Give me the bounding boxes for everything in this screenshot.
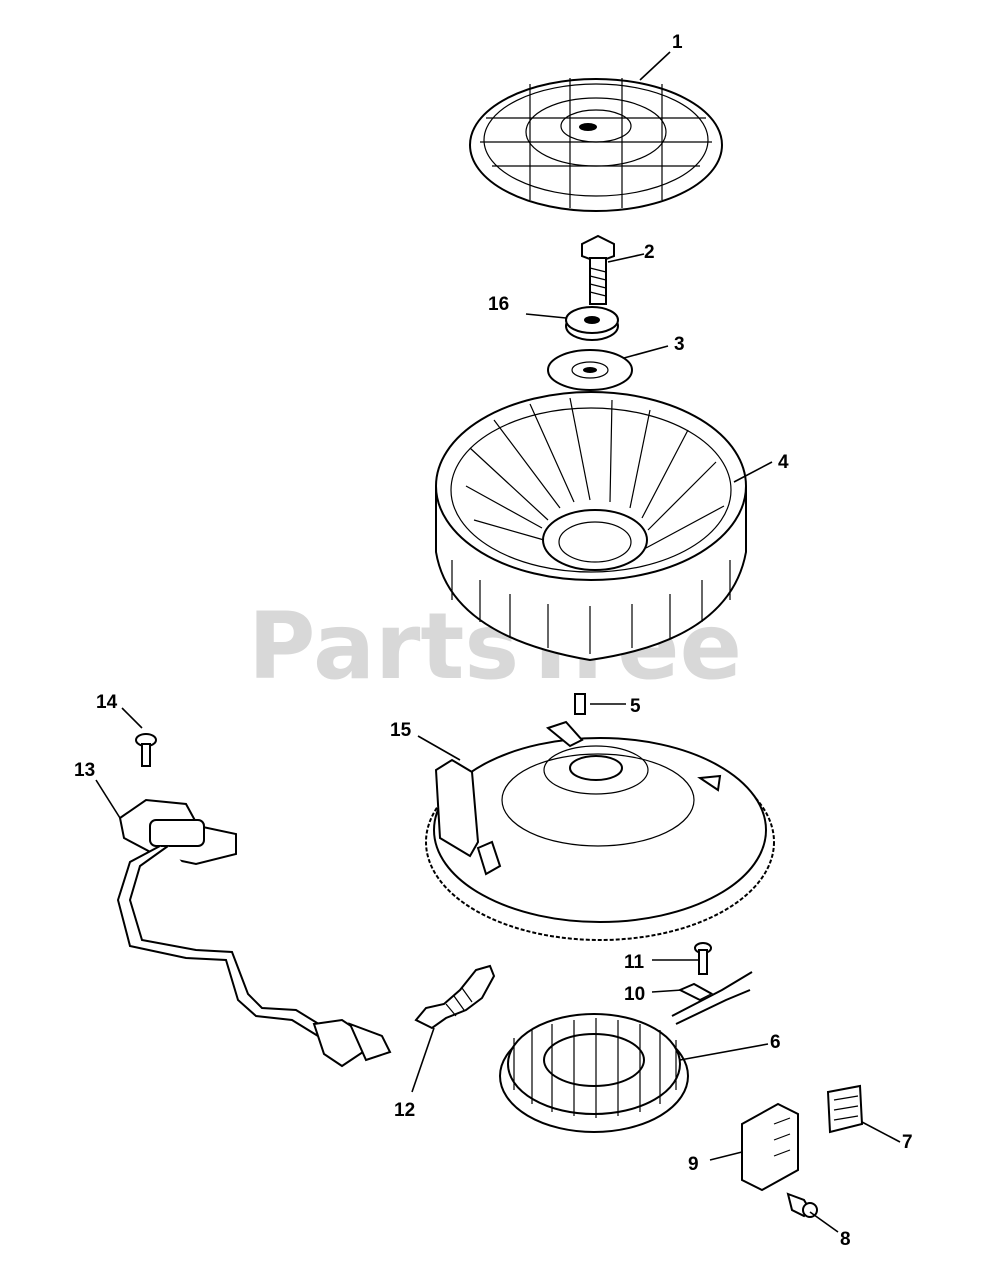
callout-6: 6 xyxy=(770,1032,781,1053)
callout-13: 13 xyxy=(74,760,95,781)
callout-10: 10 xyxy=(624,984,645,1005)
part-1-grille xyxy=(469,78,723,212)
part-5-key xyxy=(574,693,586,715)
callout-4: 4 xyxy=(778,452,789,473)
part-11-screw xyxy=(694,942,712,975)
part-7-bracket xyxy=(826,1084,864,1134)
callout-14: 14 xyxy=(96,692,118,713)
part-4-fan xyxy=(435,391,747,662)
part-12-spark-plug xyxy=(414,964,496,1030)
part-6-stator xyxy=(499,971,753,1133)
callout-12: 12 xyxy=(394,1100,415,1121)
callout-1: 1 xyxy=(672,32,683,53)
callout-16: 16 xyxy=(488,294,509,315)
part-13-ignition-module xyxy=(116,798,392,1068)
callout-8: 8 xyxy=(840,1229,851,1250)
callout-15: 15 xyxy=(390,720,412,741)
part-2-bolt xyxy=(581,234,615,305)
leader-lines xyxy=(95,51,901,1233)
part-15-flywheel xyxy=(425,720,775,941)
part-9-regulator xyxy=(741,1102,799,1192)
part-14-screw xyxy=(135,733,157,767)
part-16-washer xyxy=(565,306,619,341)
part-3-plate xyxy=(547,349,633,391)
callout-11: 11 xyxy=(624,952,645,973)
callout-9: 9 xyxy=(688,1154,699,1175)
callout-5: 5 xyxy=(630,696,641,717)
callout-2: 2 xyxy=(644,242,655,263)
part-8-bolt xyxy=(786,1192,818,1218)
callout-3: 3 xyxy=(674,334,685,355)
callout-7: 7 xyxy=(902,1132,913,1153)
